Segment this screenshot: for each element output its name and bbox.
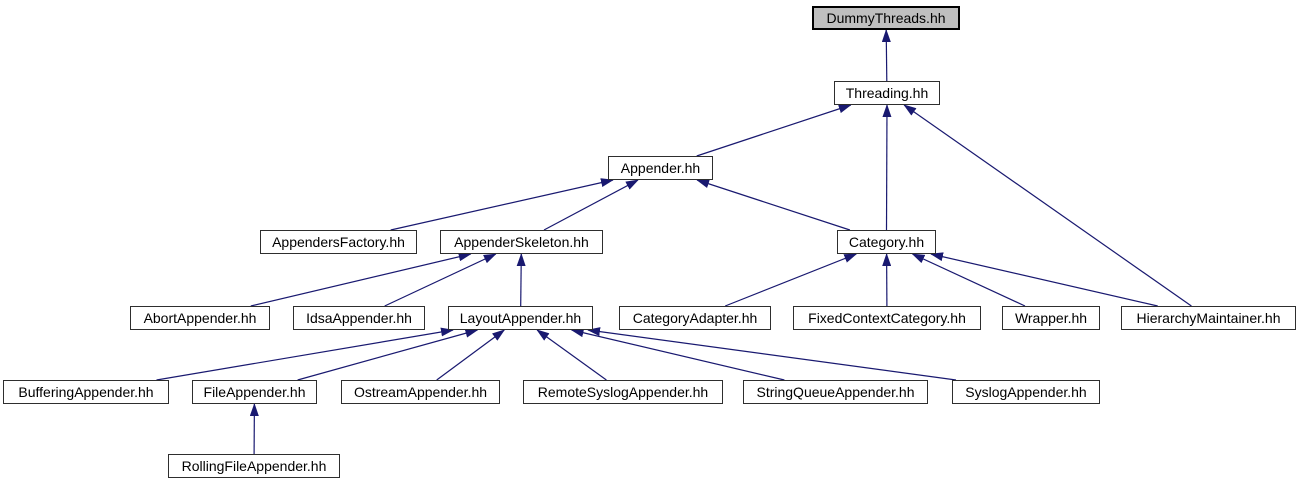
graph-node-buffering-appender[interactable]: BufferingAppender.hh bbox=[3, 380, 169, 404]
graph-edge-wrapper-to-category bbox=[911, 253, 1026, 307]
graph-edge-ostream-appender-to-layout-appender bbox=[436, 329, 506, 381]
graph-node-wrapper[interactable]: Wrapper.hh bbox=[1002, 306, 1100, 330]
graph-node-category-adapter[interactable]: CategoryAdapter.hh bbox=[619, 306, 771, 330]
graph-node-remote-syslog-appender[interactable]: RemoteSyslogAppender.hh bbox=[523, 380, 723, 404]
graph-node-appender[interactable]: Appender.hh bbox=[608, 156, 713, 180]
graph-node-appender-skeleton[interactable]: AppenderSkeleton.hh bbox=[440, 230, 603, 254]
graph-node-file-appender[interactable]: FileAppender.hh bbox=[192, 380, 317, 404]
graph-edge-string-queue-appender-to-layout-appender bbox=[570, 328, 785, 381]
graph-node-dummy-threads: DummyThreads.hh bbox=[812, 6, 960, 30]
graph-node-rolling-file-appender[interactable]: RollingFileAppender.hh bbox=[168, 454, 340, 478]
graph-node-threading[interactable]: Threading.hh bbox=[834, 81, 940, 105]
graph-edge-appender-skeleton-to-appender bbox=[543, 179, 639, 231]
graph-edge-idsa-appender-to-appender-skeleton bbox=[384, 253, 497, 307]
graph-edge-threading-to-dummy-threads bbox=[881, 29, 891, 82]
graph-node-category[interactable]: Category.hh bbox=[837, 230, 936, 254]
graph-node-fixed-context-category[interactable]: FixedContextCategory.hh bbox=[793, 306, 981, 330]
graph-node-appenders-factory[interactable]: AppendersFactory.hh bbox=[260, 230, 417, 254]
graph-node-layout-appender[interactable]: LayoutAppender.hh bbox=[448, 306, 593, 330]
graph-edge-syslog-appender-to-layout-appender bbox=[587, 327, 957, 381]
graph-edge-category-to-threading bbox=[882, 104, 892, 231]
graph-edge-remote-syslog-appender-to-layout-appender bbox=[536, 329, 607, 381]
graph-edge-appender-to-threading bbox=[696, 104, 852, 157]
graph-edge-buffering-appender-to-layout-appender bbox=[156, 327, 454, 381]
graph-edge-hierarchy-maintainer-to-category bbox=[930, 252, 1158, 307]
graph-edge-appenders-factory-to-appender bbox=[390, 178, 614, 231]
graph-node-syslog-appender[interactable]: SyslogAppender.hh bbox=[952, 380, 1100, 404]
graph-edge-category-adapter-to-category bbox=[724, 253, 858, 307]
graph-node-hierarchy-maintainer[interactable]: HierarchyMaintainer.hh bbox=[1121, 306, 1296, 330]
graph-node-abort-appender[interactable]: AbortAppender.hh bbox=[130, 306, 270, 330]
graph-edge-hierarchy-maintainer-to-threading bbox=[903, 104, 1192, 307]
graph-edge-abort-appender-to-appender-skeleton bbox=[250, 252, 472, 307]
graph-node-string-queue-appender[interactable]: StringQueueAppender.hh bbox=[743, 380, 928, 404]
graph-edge-layout-appender-to-appender-skeleton bbox=[516, 253, 526, 307]
graph-node-idsa-appender[interactable]: IdsaAppender.hh bbox=[293, 306, 425, 330]
graph-edge-file-appender-to-layout-appender bbox=[297, 328, 479, 381]
graph-node-ostream-appender[interactable]: OstreamAppender.hh bbox=[341, 380, 500, 404]
graph-edge-category-to-appender bbox=[696, 179, 851, 231]
